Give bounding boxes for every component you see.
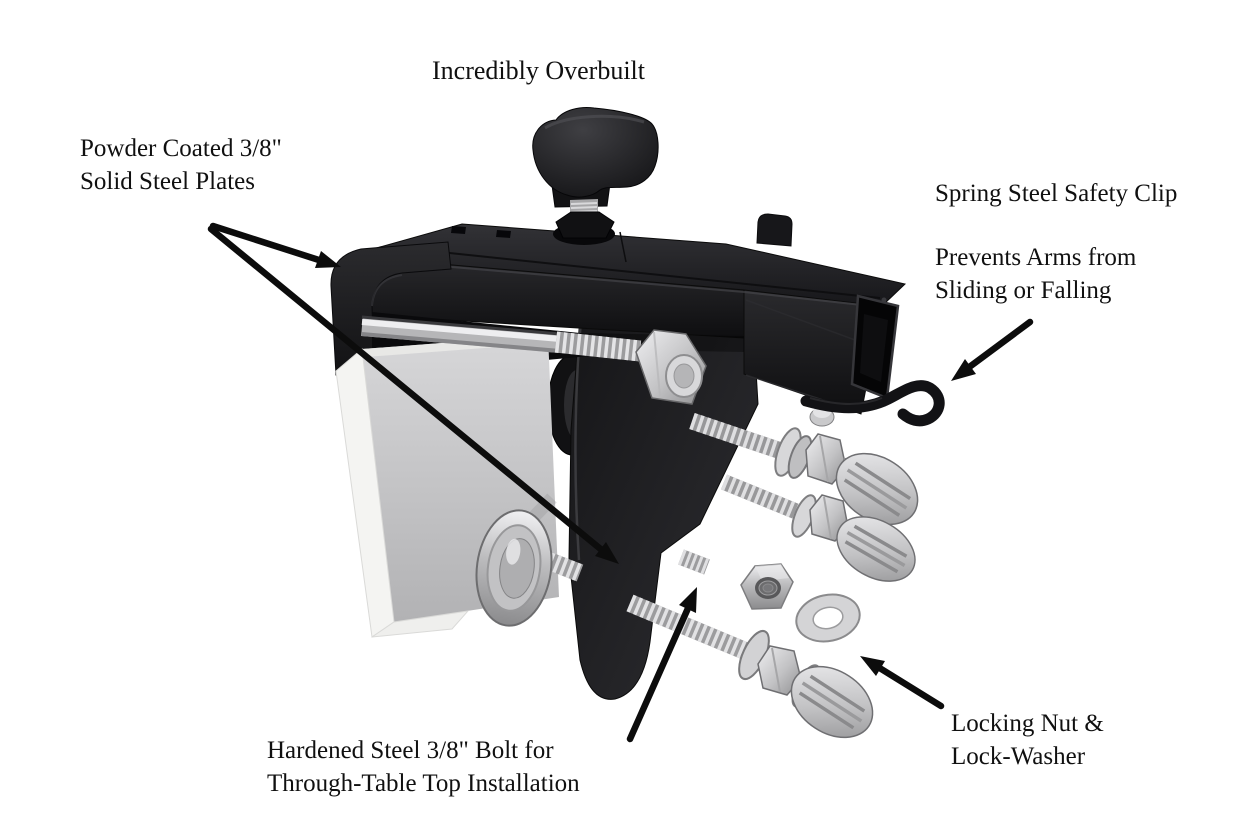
clamp-screw-rod [361, 315, 642, 362]
spring-safety-clip [800, 380, 945, 427]
bar-notch [451, 226, 466, 234]
label-spring-steel-safety-clip: Spring Steel Safety Clip [935, 177, 1177, 210]
label-line: Sliding or Falling [935, 277, 1112, 304]
annotation-arrows [207, 222, 1034, 743]
arrow-to-lock-washer [860, 656, 945, 710]
left-steel-plate [330, 241, 452, 376]
label-line: Solid Steel Plates [80, 168, 255, 195]
bar-notch [496, 230, 511, 238]
carriage-bolt-washer [475, 509, 584, 627]
knob-flange-nut [555, 211, 615, 239]
label-line: Lock-Washer [951, 743, 1086, 770]
thumb-screw-assembly-lower [720, 474, 916, 582]
locking-nut [740, 563, 794, 610]
label-line: Spring Steel Safety Clip [935, 180, 1178, 207]
thumb-screw-assembly-upper [689, 412, 919, 526]
label-line: Hardened Steel 3/8" Bolt for [267, 737, 554, 764]
arrow-to-through-bolt [626, 587, 697, 743]
arrow-to-center-plate [207, 225, 619, 564]
label-line: Powder Coated 3/8" [80, 135, 282, 162]
through-table-bolt [626, 594, 874, 739]
arrow-to-spring-clip [951, 318, 1034, 381]
label-line: Prevents Arms from [935, 244, 1137, 271]
label-hardened-bolt: Hardened Steel 3/8" Bolt for Through-Tab… [267, 734, 580, 800]
label-line: Locking Nut & [951, 710, 1104, 737]
clamp-top-bar [347, 223, 907, 415]
label-powder-coated-plates: Powder Coated 3/8" Solid Steel Plates [80, 132, 282, 198]
arrow-to-left-plate [209, 222, 341, 268]
lock-washer [795, 593, 861, 643]
receiver-tube-front [743, 289, 883, 415]
hex-bolt-head [635, 329, 707, 405]
label-line: Through-Table Top Installation [267, 770, 580, 797]
center-plate-top-tab [756, 213, 793, 247]
label-locking-nut-washer: Locking Nut & Lock-Washer [951, 707, 1104, 773]
figure-title-text: Incredibly Overbuilt [432, 56, 645, 85]
figure-title: Incredibly Overbuilt [432, 54, 645, 87]
label-prevents-arms: Prevents Arms from Sliding or Falling [935, 241, 1136, 307]
set-screw-stub [678, 549, 710, 575]
clamp-knob [532, 107, 659, 245]
